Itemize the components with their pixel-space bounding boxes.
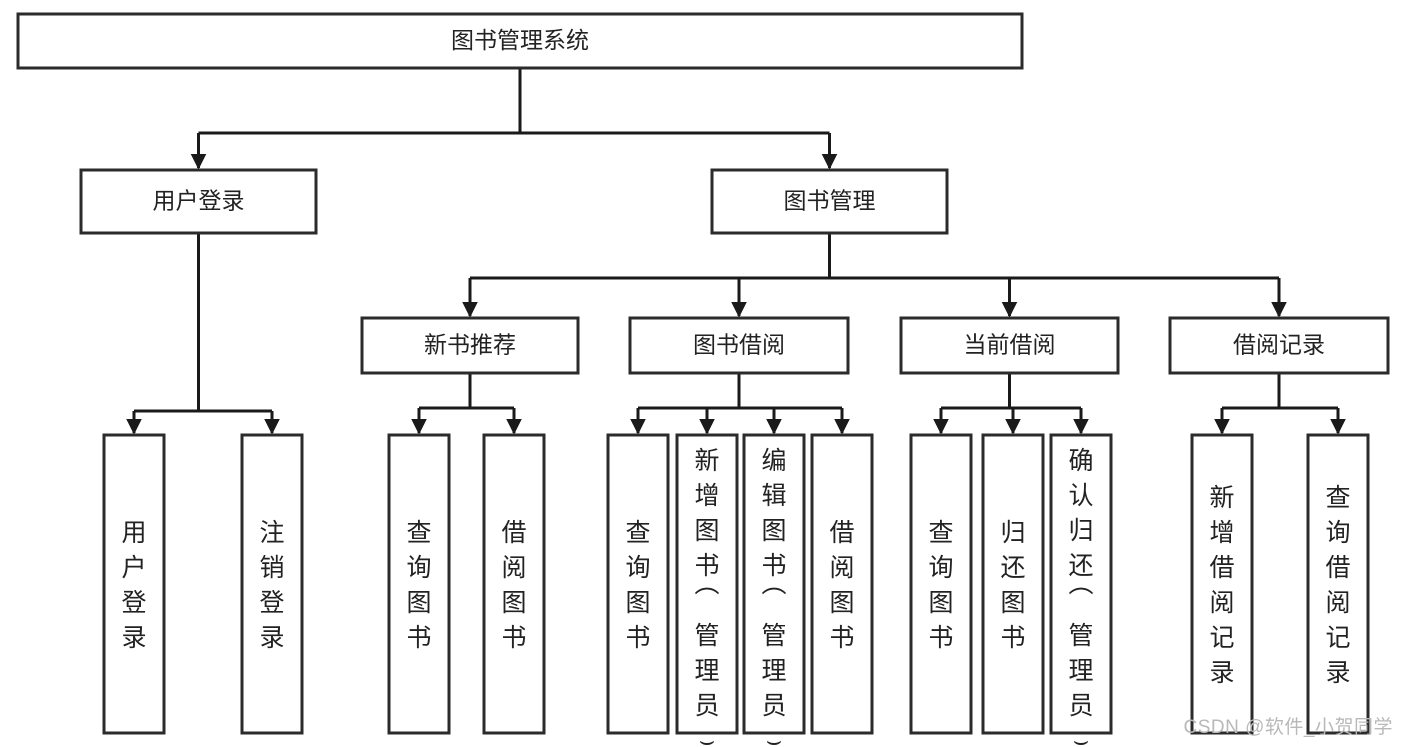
node-current-borrow-label: 当前借阅 <box>964 332 1056 358</box>
node-borrow-record[interactable]: 借阅记录 <box>1168 316 1390 375</box>
node-leaf-query-book-current-label: 查询图书 <box>928 519 953 652</box>
node-leaf-query-book-current-box <box>909 433 973 735</box>
node-current-borrow[interactable]: 当前借阅 <box>899 316 1120 375</box>
node-leaf-logout[interactable]: 注销登录 <box>240 433 304 735</box>
node-leaf-query-borrow-record[interactable]: 查询借阅记录 <box>1306 433 1370 735</box>
node-leaf-edit-book-admin-box <box>742 433 806 735</box>
node-borrow-record-label: 借阅记录 <box>1233 332 1325 358</box>
node-leaf-add-book-admin-label: 新增图书⌒管理员⌣ <box>694 447 719 747</box>
node-leaf-logout-box <box>240 433 304 735</box>
node-user-login-label: 用户登录 <box>153 188 245 214</box>
node-leaf-add-book-admin-box <box>675 433 739 735</box>
node-book-borrow-box <box>628 316 850 375</box>
node-book-borrow-label: 图书借阅 <box>693 332 785 358</box>
node-current-borrow-box <box>899 316 1120 375</box>
node-new-book-recommend-label: 新书推荐 <box>424 332 516 358</box>
node-leaf-query-book-recommend-label: 查询图书 <box>406 519 431 652</box>
node-leaf-edit-book-admin[interactable]: 编辑图书⌒管理员⌣ <box>742 433 806 747</box>
node-leaf-borrow-book-recommend-label: 借阅图书 <box>501 519 526 652</box>
node-leaf-add-borrow-record[interactable]: 新增借阅记录 <box>1190 433 1254 735</box>
csdn-watermark: CSDN @软件_小贺同学 <box>1183 717 1393 738</box>
node-new-book-recommend-box <box>360 316 580 375</box>
node-leaf-add-borrow-record-box <box>1190 433 1254 735</box>
node-leaf-borrow-book-recommend-box <box>482 433 546 735</box>
node-borrow-record-box <box>1168 316 1390 375</box>
edge-layer <box>126 68 1346 435</box>
node-leaf-add-book-admin[interactable]: 新增图书⌒管理员⌣ <box>675 433 739 747</box>
node-leaf-user-login-label: 用户登录 <box>121 519 146 652</box>
node-leaf-query-borrow-record-label: 查询借阅记录 <box>1325 484 1350 687</box>
node-leaf-query-book-recommend-box <box>387 433 451 735</box>
node-leaf-return-book-box <box>981 433 1045 735</box>
node-user-login[interactable]: 用户登录 <box>79 168 318 235</box>
node-root[interactable]: 图书管理系统 <box>16 12 1024 70</box>
node-leaf-user-login[interactable]: 用户登录 <box>102 433 166 735</box>
node-leaf-return-book-label: 归还图书 <box>1000 519 1025 652</box>
node-leaf-borrow-book-label: 借阅图书 <box>829 519 854 652</box>
node-leaf-confirm-return-admin-box <box>1049 433 1113 735</box>
node-book-management-box <box>710 168 949 235</box>
node-leaf-query-book-recommend[interactable]: 查询图书 <box>387 433 451 735</box>
node-leaf-query-book-current[interactable]: 查询图书 <box>909 433 973 735</box>
node-leaf-borrow-book[interactable]: 借阅图书 <box>810 433 874 735</box>
node-leaf-confirm-return-admin-label: 确认归还⌒管理员⌣ <box>1068 447 1093 747</box>
node-leaf-user-login-box <box>102 433 166 735</box>
node-leaf-edit-book-admin-label: 编辑图书⌒管理员⌣ <box>761 447 786 747</box>
node-book-management-label: 图书管理 <box>784 188 876 214</box>
node-user-login-box <box>79 168 318 235</box>
node-leaf-add-borrow-record-label: 新增借阅记录 <box>1209 484 1234 687</box>
node-root-box <box>16 12 1024 70</box>
node-leaf-query-book-borrow-label: 查询图书 <box>625 519 650 652</box>
node-new-book-recommend[interactable]: 新书推荐 <box>360 316 580 375</box>
node-leaf-borrow-book-recommend[interactable]: 借阅图书 <box>482 433 546 735</box>
node-root-label: 图书管理系统 <box>451 27 589 53</box>
node-leaf-borrow-book-box <box>810 433 874 735</box>
node-layer: 图书管理系统用户登录图书管理新书推荐图书借阅当前借阅借阅记录用户登录注销登录查询… <box>16 12 1390 747</box>
node-leaf-logout-label: 注销登录 <box>259 519 284 652</box>
node-leaf-query-book-borrow[interactable]: 查询图书 <box>606 433 670 735</box>
node-book-borrow[interactable]: 图书借阅 <box>628 316 850 375</box>
node-leaf-confirm-return-admin[interactable]: 确认归还⌒管理员⌣ <box>1049 433 1113 747</box>
node-book-management[interactable]: 图书管理 <box>710 168 949 235</box>
node-leaf-query-borrow-record-box <box>1306 433 1370 735</box>
node-leaf-query-book-borrow-box <box>606 433 670 735</box>
node-leaf-return-book[interactable]: 归还图书 <box>981 433 1045 735</box>
